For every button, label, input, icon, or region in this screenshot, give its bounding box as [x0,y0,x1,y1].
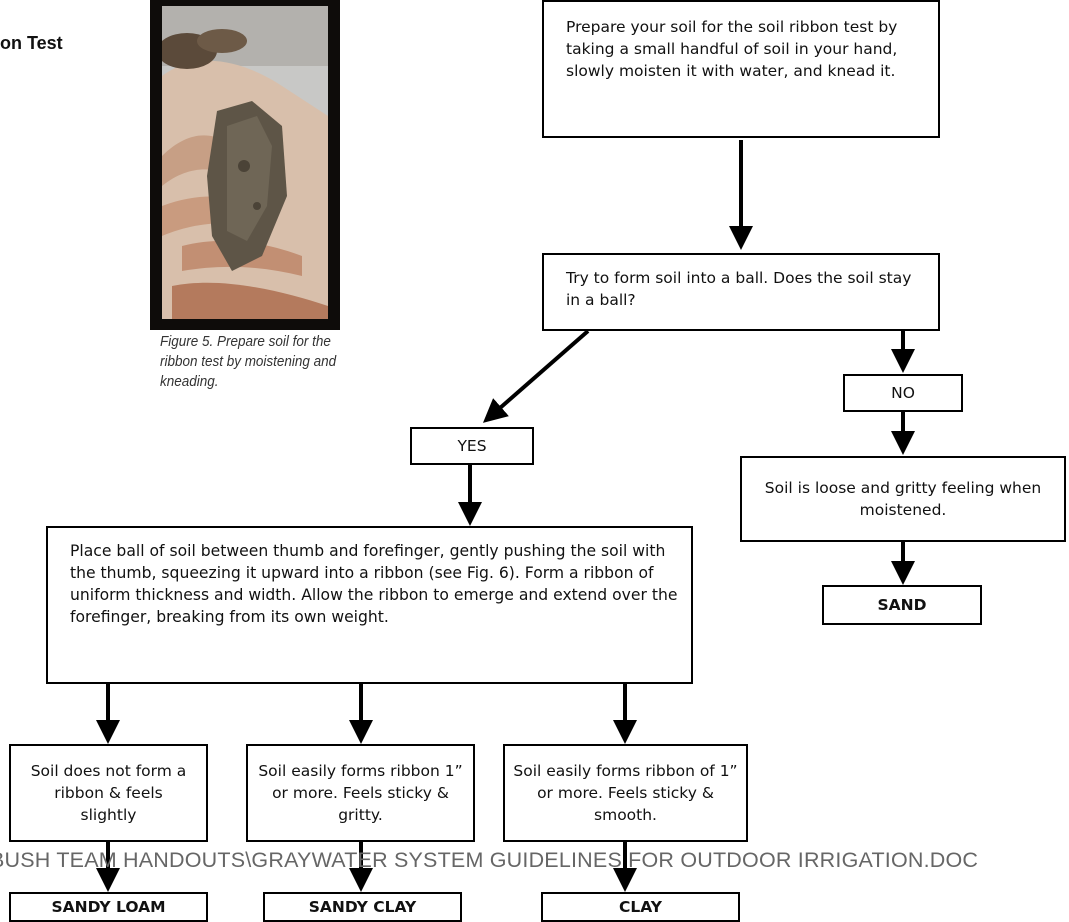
ribbon-smooth-box: Soil easily forms ribbon of 1” or more. … [503,744,748,842]
clay-result-box: CLAY [541,892,740,922]
no-label: NO [891,384,915,402]
sand-result-box: SAND [822,585,982,625]
ribbon-gritty-box: Soil easily forms ribbon 1” or more. Fee… [246,744,475,842]
ribbon-gritty-text: Soil easily forms ribbon 1” or more. Fee… [258,762,463,824]
loose-gritty-text: Soil is loose and gritty feeling when mo… [764,479,1042,519]
ball-question-text: Try to form soil into a ball. Does the s… [566,269,912,309]
sandy-clay-result-box: SANDY CLAY [263,892,462,922]
sandy-loam-result-box: SANDY LOAM [9,892,208,922]
place-ball-text: Place ball of soil between thumb and for… [70,542,678,626]
sandy-clay-result-label: SANDY CLAY [308,898,417,916]
sand-result-label: SAND [877,596,927,614]
no-ribbon-box: Soil does not form a ribbon & feels slig… [9,744,208,842]
no-box: NO [843,374,963,412]
footer-file-path: BUSH TEAM HANDOUTS\GRAYWATER SYSTEM GUID… [0,848,979,872]
photo-caption: Figure 5. Prepare soil for the ribbon te… [160,334,337,390]
place-ball-box: Place ball of soil between thumb and for… [46,526,693,684]
ribbon-smooth-text: Soil easily forms ribbon of 1” or more. … [513,762,738,824]
no-ribbon-text: Soil does not form a ribbon & feels slig… [30,762,187,824]
clay-result-label: CLAY [619,898,662,916]
yes-label: YES [457,437,487,455]
prepare-soil-text: Prepare your soil for the soil ribbon te… [566,18,898,80]
loose-gritty-box: Soil is loose and gritty feeling when mo… [740,456,1066,542]
soil-hand-photo [150,0,340,330]
sandy-loam-result-label: SANDY LOAM [51,898,166,916]
yes-box: YES [410,427,534,465]
hand-soil-illustration [162,6,328,319]
prepare-soil-box: Prepare your soil for the soil ribbon te… [542,0,940,138]
ball-question-box: Try to form soil into a ball. Does the s… [542,253,940,331]
arrow-ball-to-yes [482,329,590,423]
section-title: on Test [0,33,63,53]
